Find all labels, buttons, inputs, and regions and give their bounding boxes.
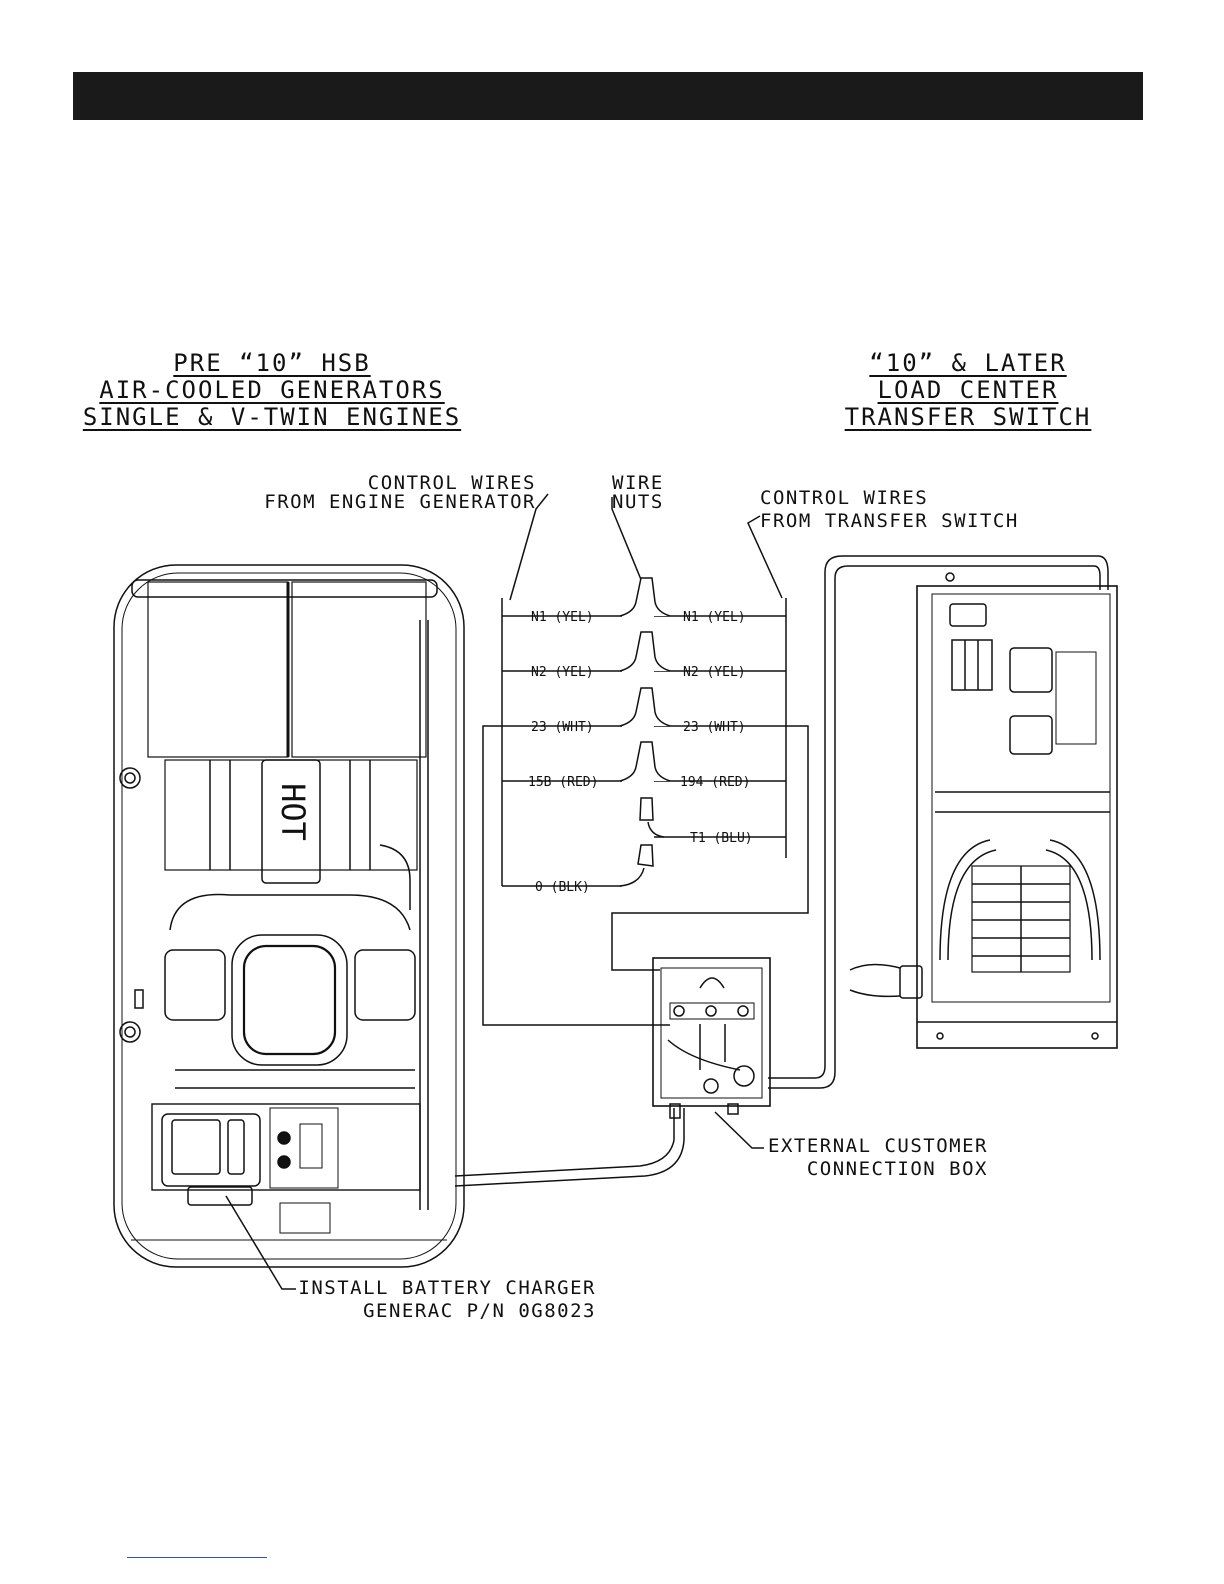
callout-battery-charger-line-2: GENERAC P/N 0G8023: [363, 1300, 596, 1322]
wire-nut-group: [619, 577, 671, 887]
hot-label-text: HOT: [274, 783, 312, 841]
callout-control-wires-engine: CONTROL WIRES FROM ENGINE GENERATOR: [264, 474, 536, 512]
wire-nut-icon: [619, 687, 671, 727]
wire-nut-icon: [619, 577, 671, 617]
leader-lines: [225, 493, 783, 1290]
transfer-switch-title-line-2: LOAD CENTER: [877, 376, 1059, 404]
callout-control-wires-transfer-line-1: CONTROL WIRES: [760, 487, 929, 509]
wire-nut-icon: [639, 797, 665, 838]
wire-labels: N1 (YEL) N2 (YEL) 23 (WHT) 15B (RED) 0 (…: [528, 610, 753, 895]
callout-battery-charger-line-1: INSTALL BATTERY CHARGER: [298, 1277, 596, 1299]
callout-control-wires-transfer: CONTROL WIRES FROM TRANSFER SWITCH: [760, 489, 1019, 531]
callout-control-wires-transfer-line-2: FROM TRANSFER SWITCH: [760, 510, 1019, 532]
wire-nut-icon: [619, 844, 654, 887]
control-wire-routing: [482, 725, 809, 1026]
generator-title-line-2: AIR-COOLED GENERATORS: [99, 376, 445, 404]
callout-external-box: EXTERNAL CUSTOMER CONNECTION BOX: [764, 1137, 988, 1179]
wire-label-engine-4: 15B (RED): [528, 775, 598, 790]
callout-wire-nuts: WIRE NUTS: [612, 474, 664, 512]
generator-title-line-3: SINGLE & V-TWIN ENGINES: [82, 403, 462, 431]
callout-wire-nuts-line-2: NUTS: [612, 491, 664, 513]
header-bar: [73, 72, 1143, 120]
hot-label: HOT: [274, 783, 312, 841]
connection-box: [652, 957, 771, 1119]
wire-nut-icon: [619, 741, 671, 782]
generator-title-line-1: PRE “10” HSB: [173, 349, 371, 377]
callout-wire-nuts-line-1: WIRE: [612, 472, 664, 494]
transfer-conduit: [768, 555, 1109, 1089]
callout-control-wires-engine-line-1: CONTROL WIRES: [367, 472, 536, 494]
callout-external-box-line-1: EXTERNAL CUSTOMER: [768, 1135, 988, 1157]
transfer-switch: [849, 572, 1118, 1049]
footer-rule: [127, 1557, 267, 1558]
transfer-switch-title-line-3: TRANSFER SWITCH: [844, 403, 1092, 431]
wire-label-transfer-5: T1 (BLU): [690, 831, 753, 846]
transfer-switch-title-line-1: “10” & LATER: [869, 349, 1067, 377]
transfer-switch-title: “10” & LATER LOAD CENTER TRANSFER SWITCH: [808, 350, 1128, 431]
wire-label-engine-3: 23 (WHT): [531, 720, 594, 735]
wire-rows: [502, 615, 786, 887]
bus-lines: [501, 598, 787, 886]
generator-title: PRE “10” HSB AIR-COOLED GENERATORS SINGL…: [62, 350, 482, 431]
generator-enclosure: [113, 564, 465, 1268]
wire-label-engine-1: N1 (YEL): [531, 610, 594, 625]
wire-label-transfer-3: 23 (WHT): [683, 720, 746, 735]
callout-control-wires-engine-line-2: FROM ENGINE GENERATOR: [264, 491, 536, 513]
wire-label-engine-5: 0 (BLK): [535, 880, 590, 895]
wire-label-transfer-4: 194 (RED): [680, 775, 750, 790]
generator-conduit: [454, 1108, 685, 1187]
wire-label-engine-2: N2 (YEL): [531, 665, 594, 680]
wire-label-transfer-2: N2 (YEL): [683, 665, 746, 680]
wire-nut-icon: [619, 631, 671, 672]
callout-external-box-line-2: CONNECTION BOX: [806, 1158, 988, 1180]
callout-battery-charger: INSTALL BATTERY CHARGER GENERAC P/N 0G80…: [296, 1279, 596, 1321]
wire-label-transfer-1: N1 (YEL): [683, 610, 746, 625]
